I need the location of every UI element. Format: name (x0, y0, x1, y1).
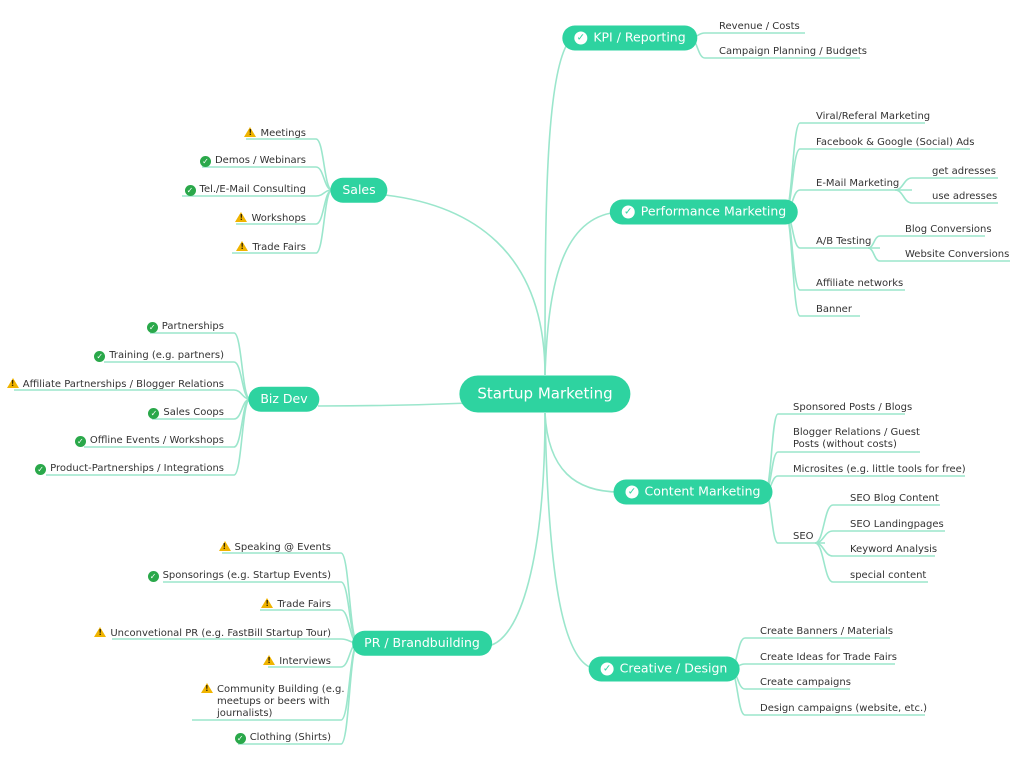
link-root-pr (487, 412, 546, 647)
branch-label: Content Marketing (644, 483, 761, 499)
root-label: Startup Marketing (477, 384, 613, 403)
link-perf-sub (894, 189, 913, 204)
link-sales-leaf (315, 189, 333, 254)
link-root-bizdev (317, 402, 471, 407)
warning-icon (244, 127, 257, 139)
leaf-bizdev-partnerships[interactable]: ✓Partnerships (146, 321, 224, 333)
leaf-creative-design[interactable]: Design campaigns (website, etc.) (760, 703, 928, 714)
check-icon: ✓ (74, 436, 86, 447)
leaf-kpi-campaign[interactable]: Campaign Planning / Budgets (719, 46, 867, 57)
check-icon: ✓ (199, 156, 211, 167)
leaf-seo-blog[interactable]: SEO Blog Content (850, 493, 939, 504)
root-node[interactable]: Startup Marketing (459, 375, 631, 413)
check-icon: ✓ (146, 322, 158, 333)
leaf-pr-sponsorings[interactable]: ✓Sponsorings (e.g. Startup Events) (147, 570, 331, 582)
warning-icon (261, 598, 274, 610)
warning-icon (235, 212, 248, 224)
warning-icon (94, 627, 107, 639)
leaf-pr-interviews[interactable]: Interviews (263, 655, 331, 668)
leaf-bizdev-product[interactable]: ✓Product-Partnerships / Integrations (35, 463, 224, 475)
leaf-sales-workshops[interactable]: Workshops (235, 212, 306, 225)
leaf-pr-tradefairs[interactable]: Trade Fairs (261, 598, 331, 611)
warning-icon (6, 378, 19, 390)
check-icon: ✓ (574, 31, 588, 45)
branch-bizdev[interactable]: Biz Dev (248, 386, 320, 412)
branch-sales[interactable]: Sales (330, 177, 388, 203)
warning-icon (201, 683, 213, 695)
link-root-performance (544, 211, 621, 376)
check-icon: ✓ (147, 571, 159, 582)
leaf-perf-banner[interactable]: Banner (816, 304, 852, 315)
warning-icon (236, 241, 249, 253)
link-perf-sub (867, 247, 881, 262)
leaf-seo-special[interactable]: special content (850, 570, 927, 581)
check-icon: ✓ (184, 185, 196, 196)
leaf-pr-community[interactable]: Community Building (e.g.meetups or beers… (201, 683, 345, 720)
branch-kpi[interactable]: ✓ KPI / Reporting (562, 25, 698, 51)
check-icon: ✓ (234, 733, 246, 744)
link-root-content (544, 412, 621, 493)
branch-label: KPI / Reporting (593, 29, 686, 45)
leaf-pr-clothing[interactable]: ✓Clothing (Shirts) (234, 732, 331, 744)
leaf-creative-campaigns[interactable]: Create campaigns (760, 677, 851, 688)
leaf-perf-ab[interactable]: A/B Testing (816, 236, 872, 247)
leaf-perf-viral[interactable]: Viral/Referal Marketing (816, 111, 931, 122)
leaf-bizdev-affiliate[interactable]: Affiliate Partnerships / Blogger Relatio… (6, 378, 224, 391)
branch-label: Performance Marketing (640, 203, 787, 219)
leaf-sales-tradefairs[interactable]: Trade Fairs (236, 241, 306, 254)
check-icon: ✓ (621, 205, 635, 219)
branch-label: Creative / Design (619, 660, 728, 676)
leaf-creative-ideas[interactable]: Create Ideas for Trade Fairs (760, 652, 897, 663)
leaf-creative-banners[interactable]: Create Banners / Materials (760, 626, 894, 637)
check-icon: ✓ (625, 485, 639, 499)
leaf-sales-demos[interactable]: ✓Demos / Webinars (199, 155, 306, 167)
leaf-content-sponsored[interactable]: Sponsored Posts / Blogs (793, 402, 913, 413)
branch-creative[interactable]: ✓ Creative / Design (588, 656, 740, 682)
leaf-perf-email[interactable]: E-Mail Marketing (816, 178, 900, 189)
link-sales-leaf (315, 138, 333, 191)
leaf-perf-affiliate[interactable]: Affiliate networks (816, 278, 904, 289)
leaf-bizdev-coops[interactable]: ✓Sales Coops (148, 407, 224, 419)
leaf-sales-meetings[interactable]: Meetings (244, 127, 306, 140)
leaf-sales-tel[interactable]: ✓Tel./E-Mail Consulting (184, 184, 306, 196)
leaf-seo-landing[interactable]: SEO Landingpages (850, 519, 944, 530)
branch-content[interactable]: ✓ Content Marketing (613, 479, 773, 505)
leaf-bizdev-offline[interactable]: ✓Offline Events / Workshops (74, 435, 224, 447)
link-root-sales (384, 194, 546, 376)
link-bizdev-leaf (233, 361, 251, 400)
leaf-seo-keyword[interactable]: Keyword Analysis (850, 544, 938, 555)
link-root-kpi (544, 39, 571, 376)
branch-performance[interactable]: ✓ Performance Marketing (609, 199, 799, 225)
warning-icon (263, 655, 276, 667)
leaf-perf-blog-conv[interactable]: Blog Conversions (905, 224, 992, 235)
leaf-pr-speaking[interactable]: Speaking @ Events (218, 541, 331, 554)
link-bizdev-leaf (233, 398, 251, 476)
check-icon: ✓ (600, 662, 614, 676)
leaf-content-microsites[interactable]: Microsites (e.g. little tools for free) (793, 464, 966, 475)
leaf-content-seo[interactable]: SEO (793, 531, 814, 542)
leaf-bizdev-training[interactable]: ✓Training (e.g. partners) (94, 350, 224, 362)
check-icon: ✓ (148, 408, 160, 419)
leaf-perf-ads[interactable]: Facebook & Google (Social) Ads (816, 137, 975, 148)
branch-label: PR / Brandbuilding (364, 634, 480, 650)
link-root-creative (544, 412, 599, 670)
branch-pr[interactable]: PR / Brandbuilding (352, 630, 492, 656)
link-content-sub (814, 542, 834, 583)
link-bizdev-leaf (233, 332, 251, 400)
check-icon: ✓ (35, 464, 47, 475)
branch-label: Sales (342, 181, 376, 197)
leaf-perf-web-conv[interactable]: Website Conversions (905, 249, 1010, 260)
leaf-pr-unconventional[interactable]: Unconvetional PR (e.g. FastBill Startup … (94, 627, 331, 640)
check-icon: ✓ (94, 351, 106, 362)
leaf-perf-use-adresses[interactable]: use adresses (932, 191, 998, 202)
leaf-perf-get-adresses[interactable]: get adresses (932, 166, 996, 177)
branch-label: Biz Dev (260, 390, 308, 406)
leaf-kpi-revenue[interactable]: Revenue / Costs (719, 21, 800, 32)
warning-icon (218, 541, 231, 553)
